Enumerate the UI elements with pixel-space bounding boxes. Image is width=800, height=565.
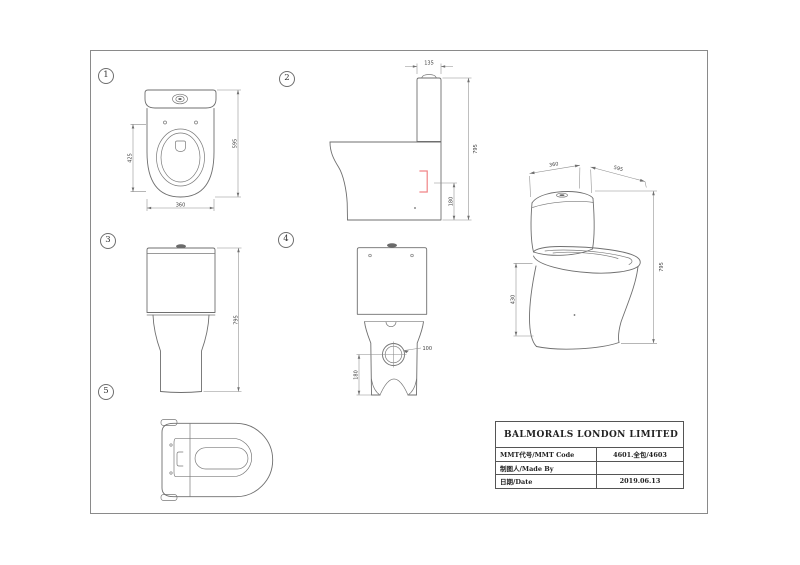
perspective-view-drawing: 360 595 430 795 — [511, 161, 665, 350]
dimension-label: 430 — [511, 295, 517, 305]
view-3-front-view-drawing: 795 — [146, 244, 242, 393]
dimension-label: 135 — [424, 61, 434, 67]
toilet-rear-outline — [356, 243, 428, 396]
dimension-180: 180 — [434, 182, 457, 220]
dimension-label: 795 — [473, 144, 479, 154]
toilet-top-outline — [144, 89, 217, 198]
view-1-top-view-drawing: 425 595 360 — [128, 89, 241, 211]
view-number-2: 2 — [279, 71, 295, 87]
dimension-label: 360 — [549, 161, 559, 168]
title-block-row: MMT代号/MMT Code 4601.全包/4603 — [495, 448, 684, 462]
view-number-3: 3 — [100, 233, 116, 249]
dimension-label: 595 — [233, 139, 239, 149]
dimension-135: 135 — [405, 61, 453, 74]
highlight-bracket — [419, 170, 428, 193]
dimension-label: 795 — [659, 262, 665, 272]
dimension-425: 425 — [128, 124, 146, 192]
view-number-5: 5 — [98, 384, 114, 400]
view-number-4: 4 — [278, 232, 294, 248]
view-5-bottom-view-drawing — [160, 419, 274, 501]
made-by-value — [597, 461, 684, 475]
date-label: 日期/Date — [495, 475, 597, 489]
made-by-label: 制图人/Made By — [495, 461, 597, 475]
dimension-795: 795 — [442, 77, 479, 221]
dimension-label: 425 — [128, 153, 134, 163]
toilet-bottom-outline — [160, 419, 274, 501]
dimension-label: 100 — [423, 346, 433, 352]
dimension-360: 360 — [529, 161, 581, 198]
view-2-side-view-drawing: 135 795 180 — [329, 61, 479, 221]
dimension-label: 180 — [449, 197, 455, 207]
view-number-1: 1 — [98, 68, 114, 84]
mmt-code-label: MMT代号/MMT Code — [495, 448, 597, 462]
view-4-rear-view-drawing: 100 180 — [354, 243, 433, 396]
dimension-100-leader: 100 — [403, 346, 433, 354]
dimension-360: 360 — [146, 199, 215, 211]
dimension-795: 795 — [203, 247, 242, 392]
date-value: 2019.06.13 — [597, 475, 684, 489]
mmt-code-value: 4601.全包/4603 — [597, 448, 684, 462]
dimension-595: 595 — [590, 165, 647, 194]
dimension-795: 795 — [595, 190, 665, 344]
toilet-side-outline — [329, 74, 442, 221]
dimension-430: 430 — [511, 263, 534, 337]
title-block-row: 日期/Date 2019.06.13 — [495, 475, 684, 489]
dimension-label: 795 — [234, 315, 240, 325]
title-block-row: 制图人/Made By — [495, 461, 684, 475]
dimension-180: 180 — [354, 354, 381, 396]
toilet-front-outline — [146, 244, 216, 393]
dimension-label: 360 — [176, 202, 186, 208]
toilet-perspective-outline — [529, 191, 641, 350]
company-name: BALMORALS LONDON LIMITED — [495, 421, 684, 448]
dimension-label: 180 — [354, 370, 360, 380]
title-block: BALMORALS LONDON LIMITED MMT代号/MMT Code … — [495, 421, 684, 489]
dimension-595: 595 — [215, 89, 241, 198]
dimension-label: 595 — [613, 165, 624, 173]
